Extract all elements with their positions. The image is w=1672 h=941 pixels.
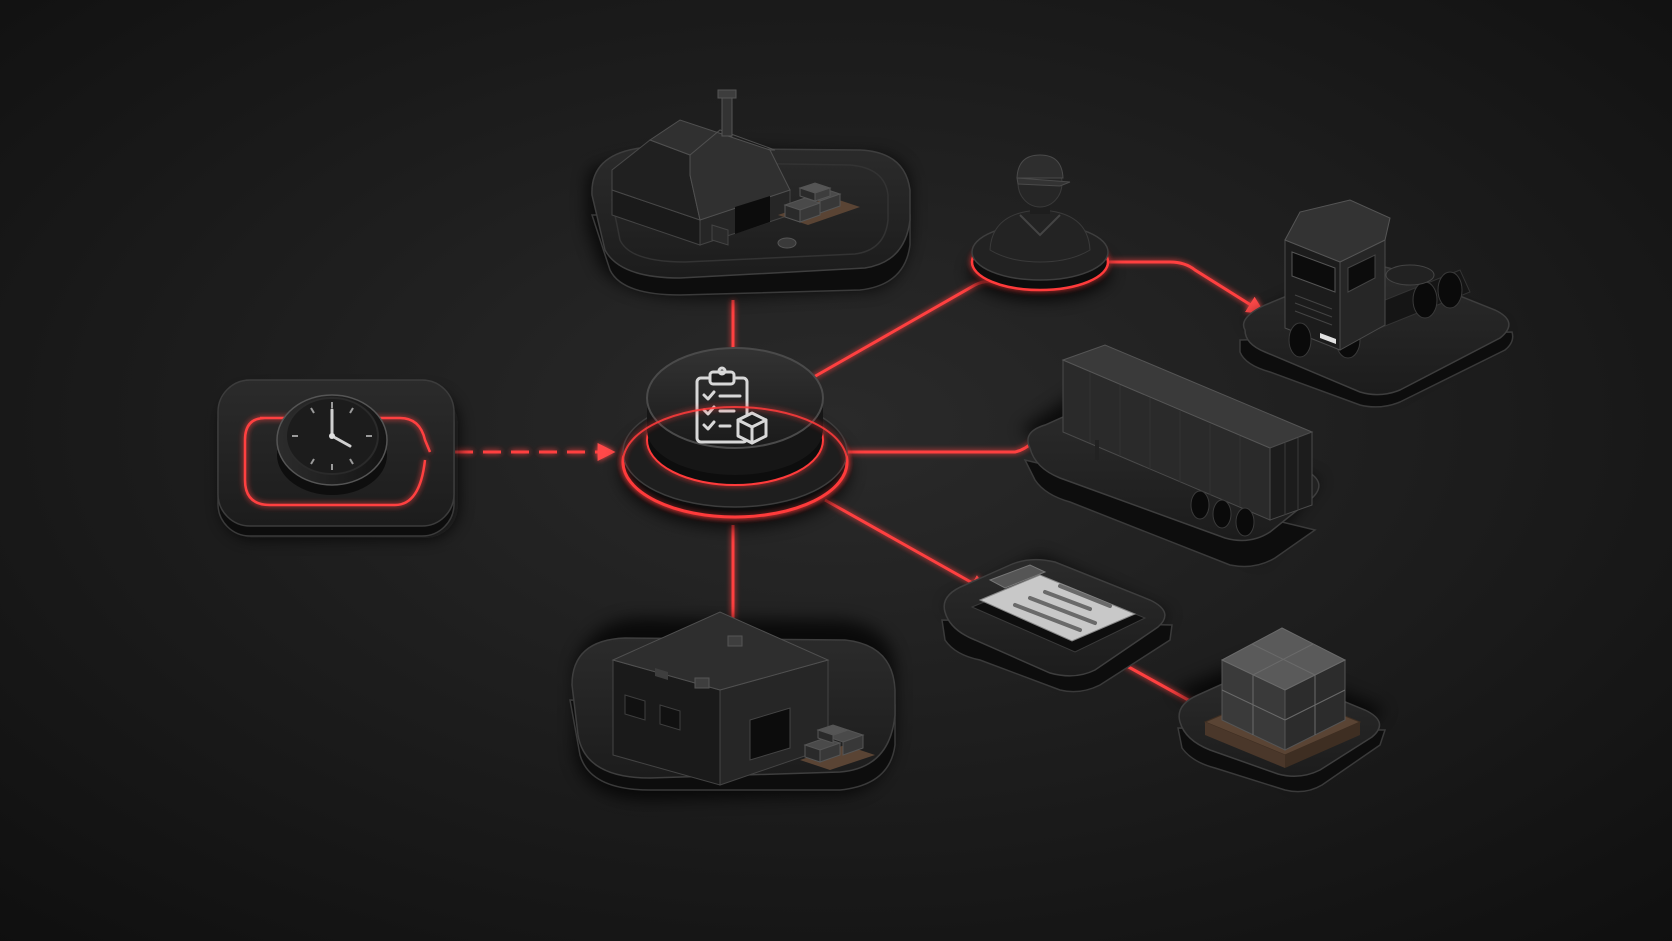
pallet-boxes-icon — [1203, 627, 1362, 768]
semi-truck-icon — [1284, 199, 1471, 359]
node-warehouse[interactable] — [569, 611, 896, 800]
driver-bust-icon — [989, 154, 1091, 263]
link-driver-truck — [1108, 260, 1266, 314]
shipping-trailer-icon — [1061, 344, 1314, 537]
node-pallet[interactable] — [1175, 627, 1387, 793]
hub-glow-ring — [622, 406, 848, 518]
node-factory[interactable] — [586, 89, 911, 299]
clock-icon — [276, 394, 388, 495]
node-document[interactable] — [941, 555, 1173, 693]
factory-icon — [611, 89, 860, 249]
clipboard-checklist-box-icon — [695, 366, 768, 445]
clipboard-document-icon — [970, 564, 1147, 653]
node-trailer[interactable] — [1020, 344, 1320, 568]
link-hub-document — [824, 498, 989, 592]
warehouse-icon — [611, 611, 875, 786]
node-truck[interactable] — [1239, 199, 1514, 408]
node-time-trigger[interactable] — [217, 379, 458, 538]
node-driver[interactable] — [970, 154, 1110, 300]
